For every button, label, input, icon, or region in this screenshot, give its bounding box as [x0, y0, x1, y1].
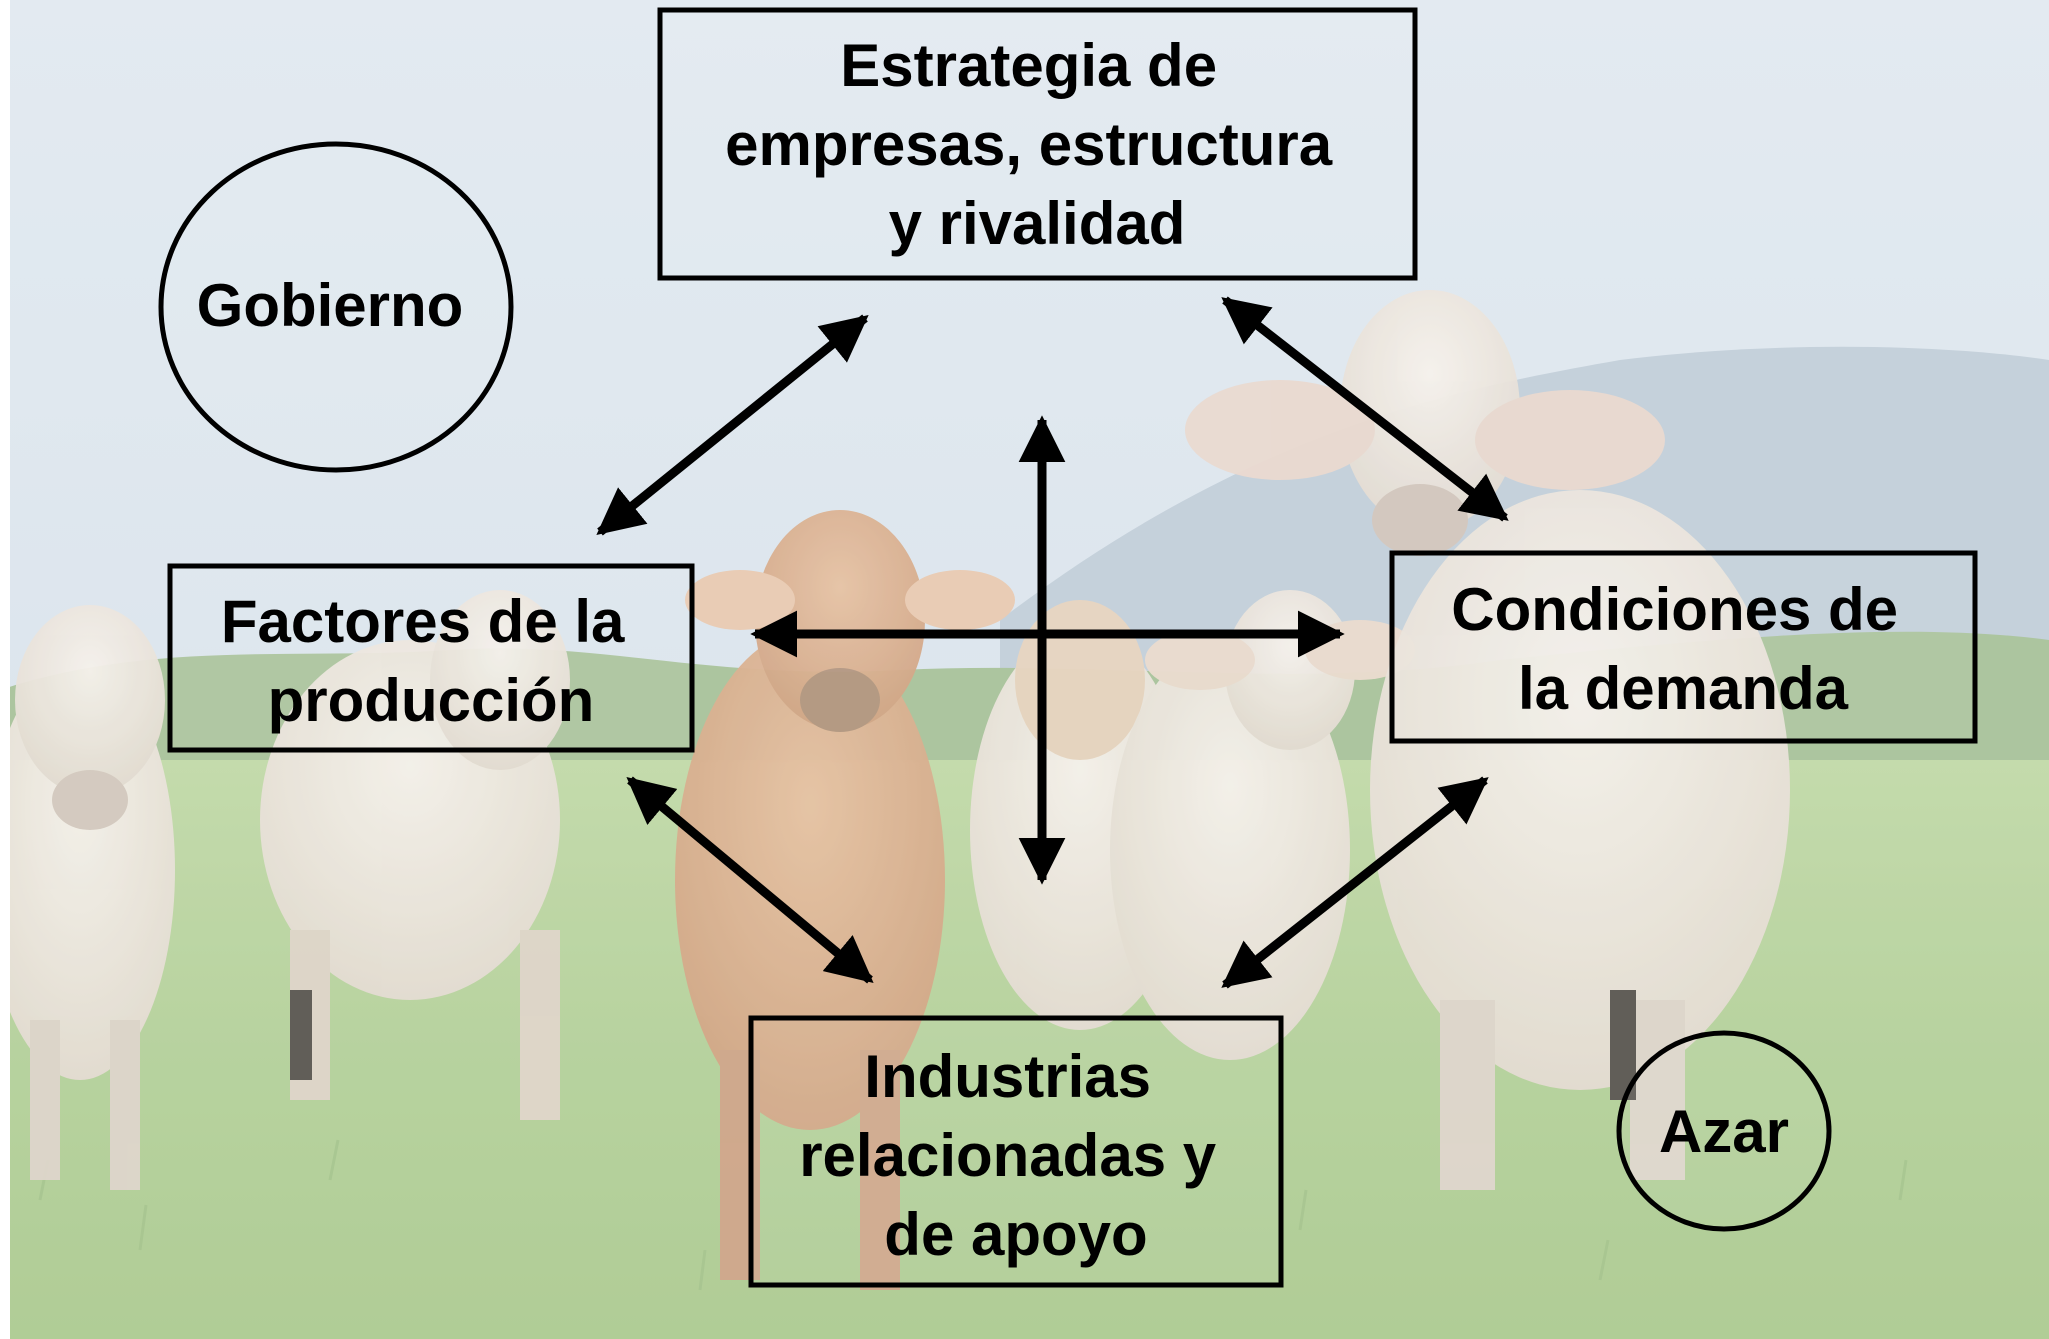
node-demand-line-1: Condiciones de: [1451, 576, 1898, 643]
node-strategy-line-2: empresas, estructura: [725, 111, 1333, 178]
node-demand-label: Condiciones de la demanda: [1451, 576, 1914, 722]
node-strategy-box: [657, 7, 1418, 281]
node-industries-line-1: Industrias: [864, 1043, 1151, 1110]
node-demand-box: [1389, 550, 1978, 744]
arrow-factors-strategy: [596, 314, 869, 536]
node-chance-label: Azar: [1659, 1098, 1789, 1165]
node-factors-label: Factores de la producción: [221, 588, 641, 734]
node-industries-box: [748, 1015, 1284, 1288]
node-industries-line-3: de apoyo: [884, 1201, 1147, 1268]
node-strategy-line-1: Estrategia de: [840, 32, 1217, 99]
arrow-industries-demand: [1221, 776, 1489, 989]
node-demand-line-2: la demanda: [1518, 655, 1849, 722]
node-factors-line-2: producción: [268, 667, 595, 734]
node-factors-box: [167, 563, 695, 753]
node-chance-circle: [1616, 1030, 1832, 1232]
node-strategy-label: Estrategia de empresas, estructura y riv…: [725, 32, 1349, 257]
arrow-strategy-demand: [1221, 296, 1509, 522]
node-industries-label: Industrias relacionadas y de apoyo: [799, 1043, 1233, 1268]
arrow-factors-industries: [626, 776, 874, 984]
node-industries-line-2: relacionadas y: [799, 1122, 1217, 1189]
node-government-circle: [158, 141, 514, 473]
arrows: [596, 296, 1509, 989]
node-factors-line-1: Factores de la: [221, 588, 625, 655]
node-strategy-line-3: y rivalidad: [889, 190, 1186, 257]
node-government-label: Gobierno: [197, 272, 464, 339]
